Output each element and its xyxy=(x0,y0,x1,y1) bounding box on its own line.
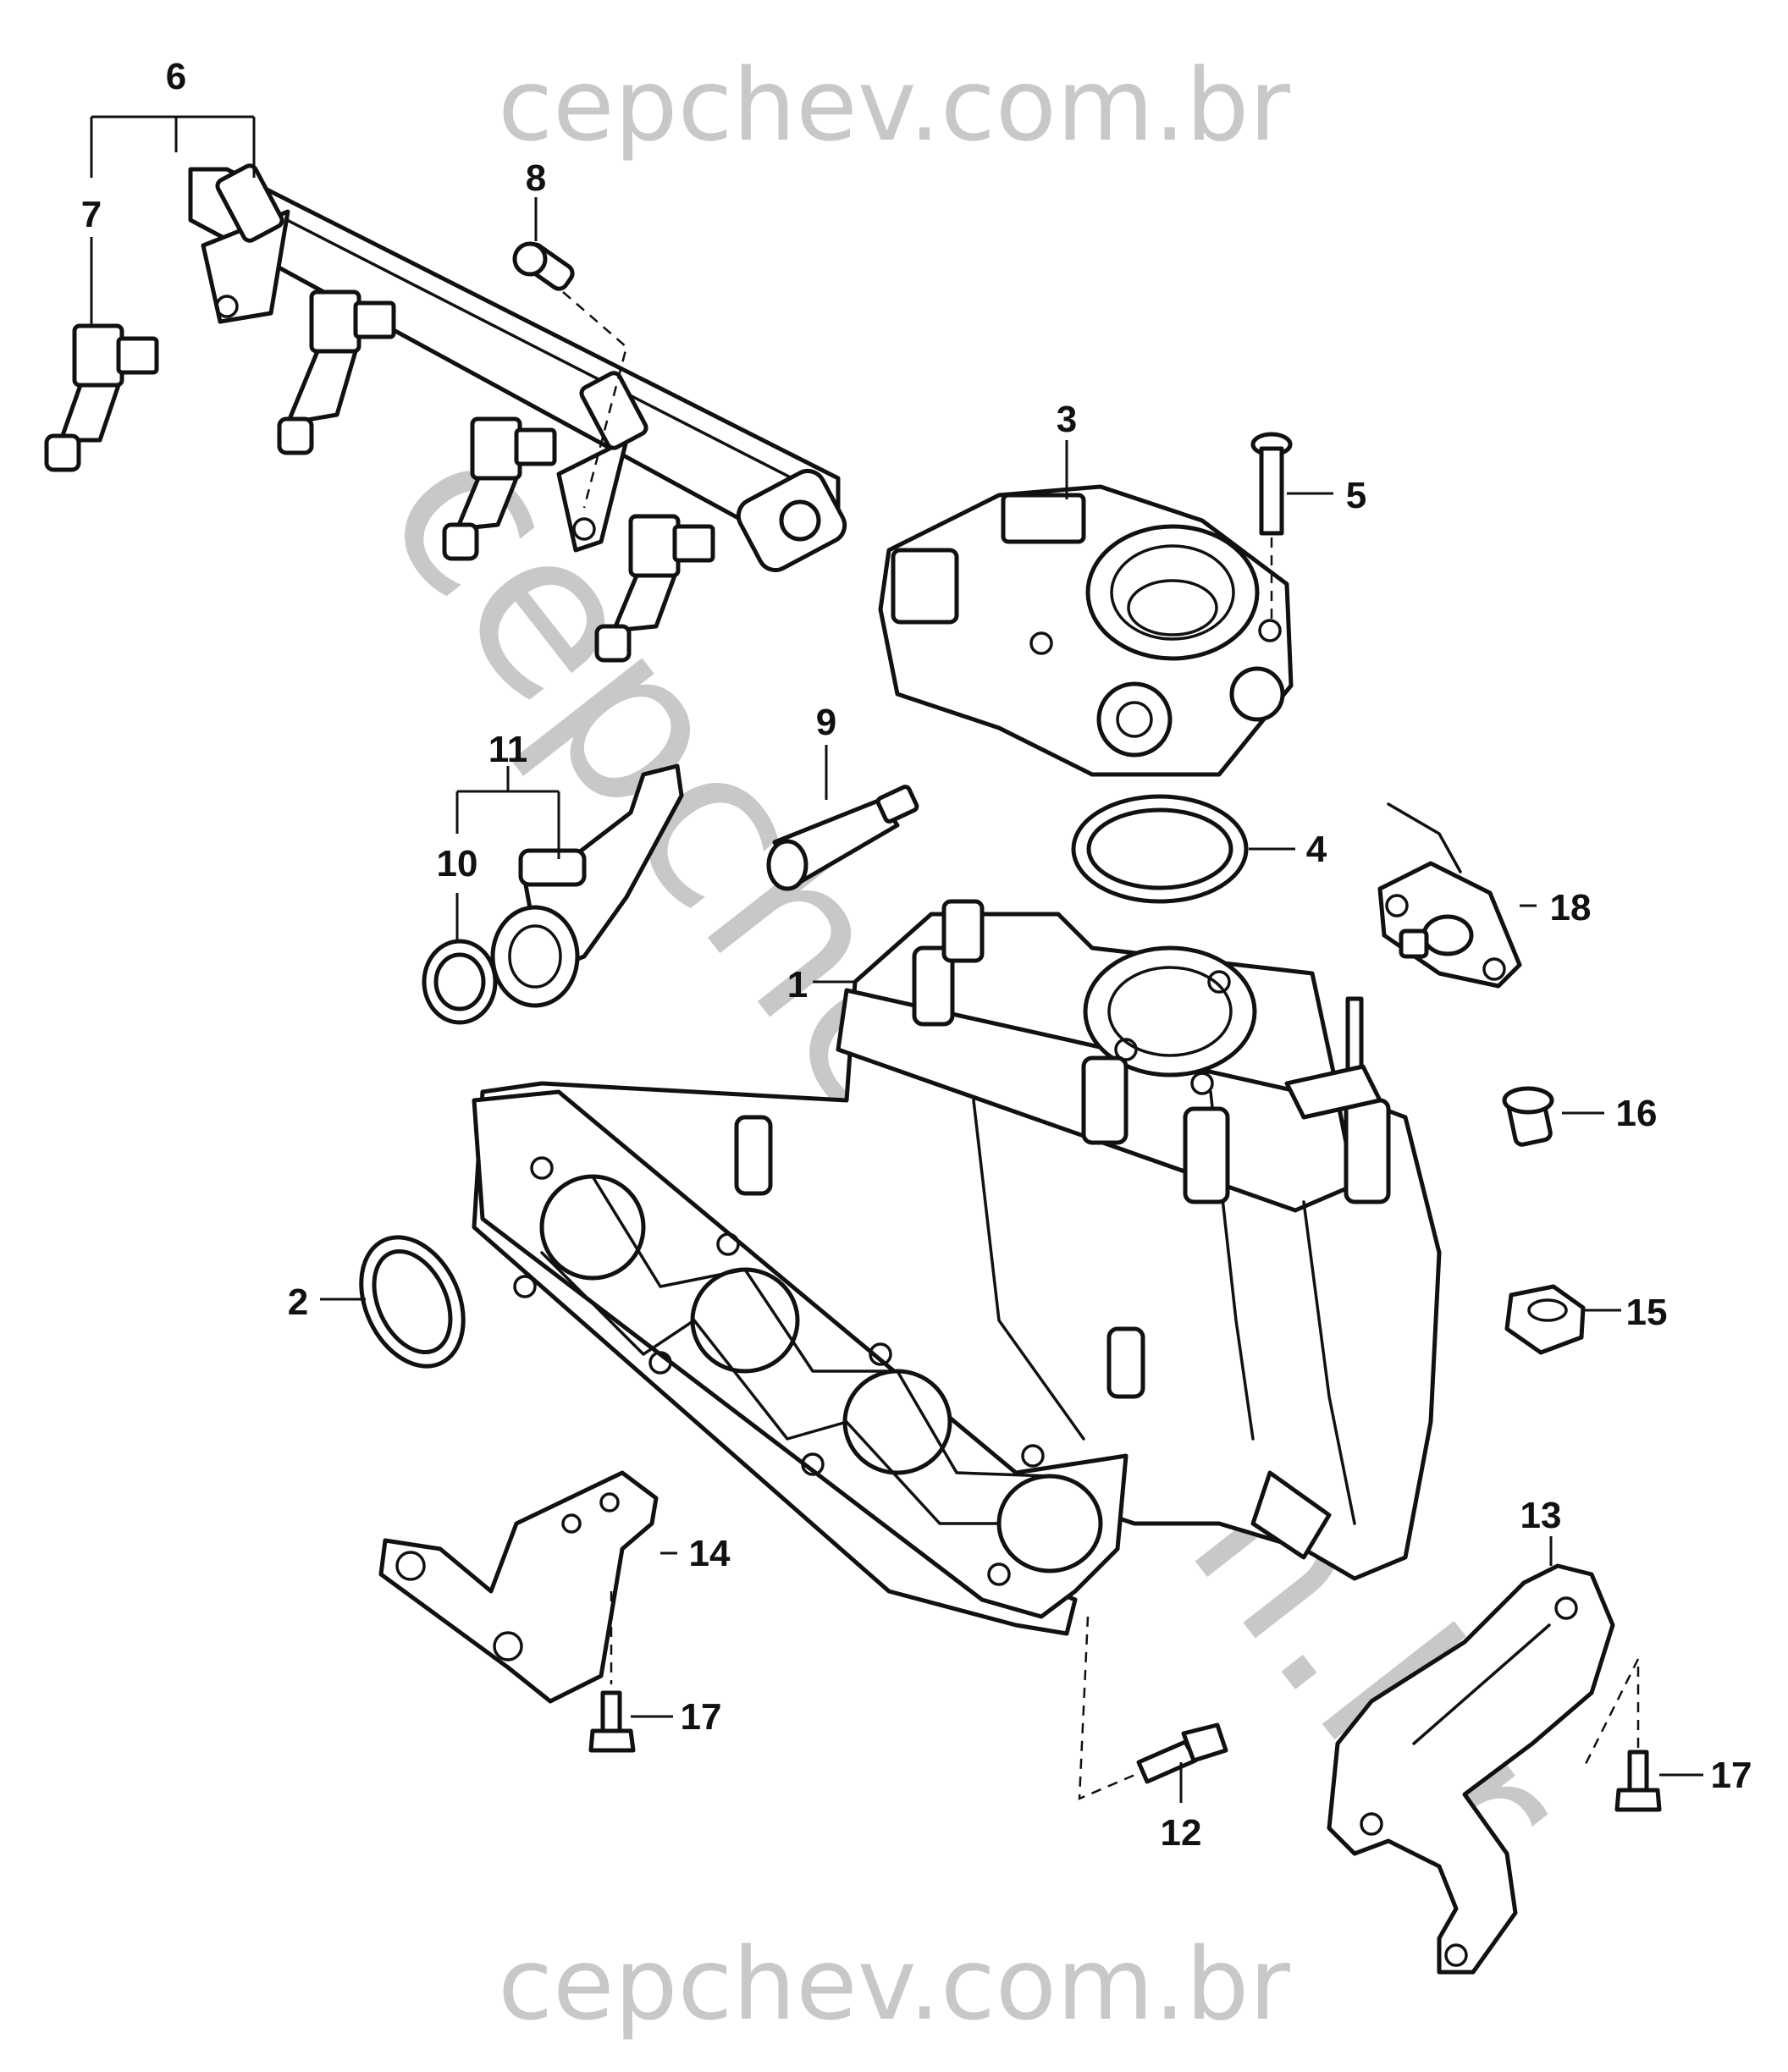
fuel-injector-2 xyxy=(277,289,396,455)
water-outlet xyxy=(490,763,684,1008)
throttle-gasket xyxy=(1071,794,1249,904)
pressure-sensor xyxy=(1377,802,1522,989)
intake-manifold xyxy=(472,899,1442,1636)
hose-clamp xyxy=(422,939,498,1025)
watermark-bottom: cepchev.com.br xyxy=(498,1926,1290,2042)
support-bracket-right xyxy=(1327,1563,1615,1975)
watermark-top: cepchev.com.br xyxy=(498,47,1290,163)
port-gasket xyxy=(359,1235,466,1369)
support-bracket-left xyxy=(378,1470,659,1704)
callout-14: 14 xyxy=(689,1533,731,1574)
callout-18: 18 xyxy=(1550,887,1592,929)
callout-4: 4 xyxy=(1306,829,1327,870)
rail-bolt xyxy=(512,241,575,291)
throttle-body xyxy=(878,484,1294,777)
callout-2: 2 xyxy=(288,1281,308,1323)
callout-5: 5 xyxy=(1346,475,1366,516)
fuel-rail xyxy=(188,163,847,573)
callout-8: 8 xyxy=(526,157,546,199)
callout-16: 16 xyxy=(1616,1093,1658,1134)
bracket-bolt-left xyxy=(588,1690,636,1753)
callout-1: 1 xyxy=(787,964,808,1006)
callout-17-left: 17 xyxy=(681,1696,722,1738)
fuel-injector-1 xyxy=(44,323,159,472)
callout-3: 3 xyxy=(1057,399,1077,440)
fuel-injector-4 xyxy=(594,514,715,663)
hex-nut xyxy=(1504,1284,1586,1355)
callout-15: 15 xyxy=(1626,1292,1668,1333)
callout-17-right: 17 xyxy=(1711,1755,1752,1796)
manifold-stud xyxy=(1136,1722,1228,1784)
fuel-injector-3 xyxy=(442,416,557,561)
callout-13: 13 xyxy=(1520,1495,1562,1536)
leader-lines xyxy=(90,115,1703,1803)
throttle-bolt xyxy=(1250,432,1293,536)
bracket-bolt-right xyxy=(1614,1750,1662,1812)
callout-12: 12 xyxy=(1161,1812,1202,1854)
callout-6: 6 xyxy=(166,56,186,97)
callout-10: 10 xyxy=(437,843,478,884)
callout-11: 11 xyxy=(488,729,528,770)
temperature-sensor xyxy=(766,785,919,891)
short-bolt xyxy=(1502,1086,1554,1147)
stud-guide xyxy=(1078,1616,1140,1800)
bracket-right-guide xyxy=(1581,1658,1640,1770)
callout-9: 9 xyxy=(816,702,836,743)
callout-7: 7 xyxy=(81,194,102,235)
